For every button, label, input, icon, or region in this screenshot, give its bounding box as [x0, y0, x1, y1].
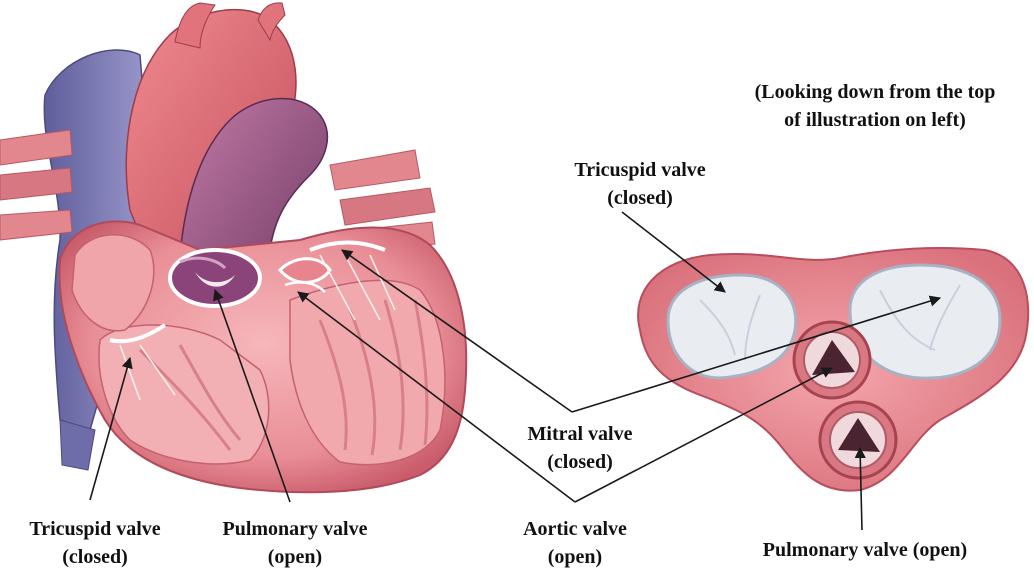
pulmonary-valve-right — [820, 402, 896, 478]
label-pulmonary-right: Pulmonary valve (open) — [740, 536, 990, 564]
label-mitral-line1: Mitral valve — [510, 420, 650, 448]
label-pulmonary-right-line1: Pulmonary valve (open) — [740, 536, 990, 564]
valve-plane-view — [638, 248, 1028, 491]
label-pulmonary-left-line2: (open) — [200, 543, 390, 571]
label-pulmonary-left-line1: Pulmonary valve — [200, 515, 390, 543]
label-tricuspid-bottom-line1: Tricuspid valve — [10, 515, 180, 543]
caption-line1: (Looking down from the top — [740, 78, 1010, 106]
heart-section — [0, 3, 466, 492]
label-tricuspid-bottom: Tricuspid valve (closed) — [10, 515, 180, 571]
label-aortic-line2: (open) — [505, 543, 645, 571]
mitral-valve-right — [850, 265, 1000, 378]
pulmonary-valve-left — [170, 250, 260, 306]
caption: (Looking down from the top of illustrati… — [740, 78, 1010, 134]
label-pulmonary-left: Pulmonary valve (open) — [200, 515, 390, 571]
label-tricuspid-top-line2: (closed) — [555, 184, 725, 212]
pulmonary-veins-left — [0, 130, 72, 240]
label-aortic: Aortic valve (open) — [505, 515, 645, 571]
aortic-valve-right — [794, 322, 870, 398]
label-mitral: Mitral valve (closed) — [510, 420, 650, 476]
label-mitral-line2: (closed) — [510, 448, 650, 476]
label-aortic-line1: Aortic valve — [505, 515, 645, 543]
label-tricuspid-bottom-line2: (closed) — [10, 543, 180, 571]
label-tricuspid-top: Tricuspid valve (closed) — [555, 156, 725, 212]
label-tricuspid-top-line1: Tricuspid valve — [555, 156, 725, 184]
caption-line2: of illustration on left) — [740, 106, 1010, 134]
